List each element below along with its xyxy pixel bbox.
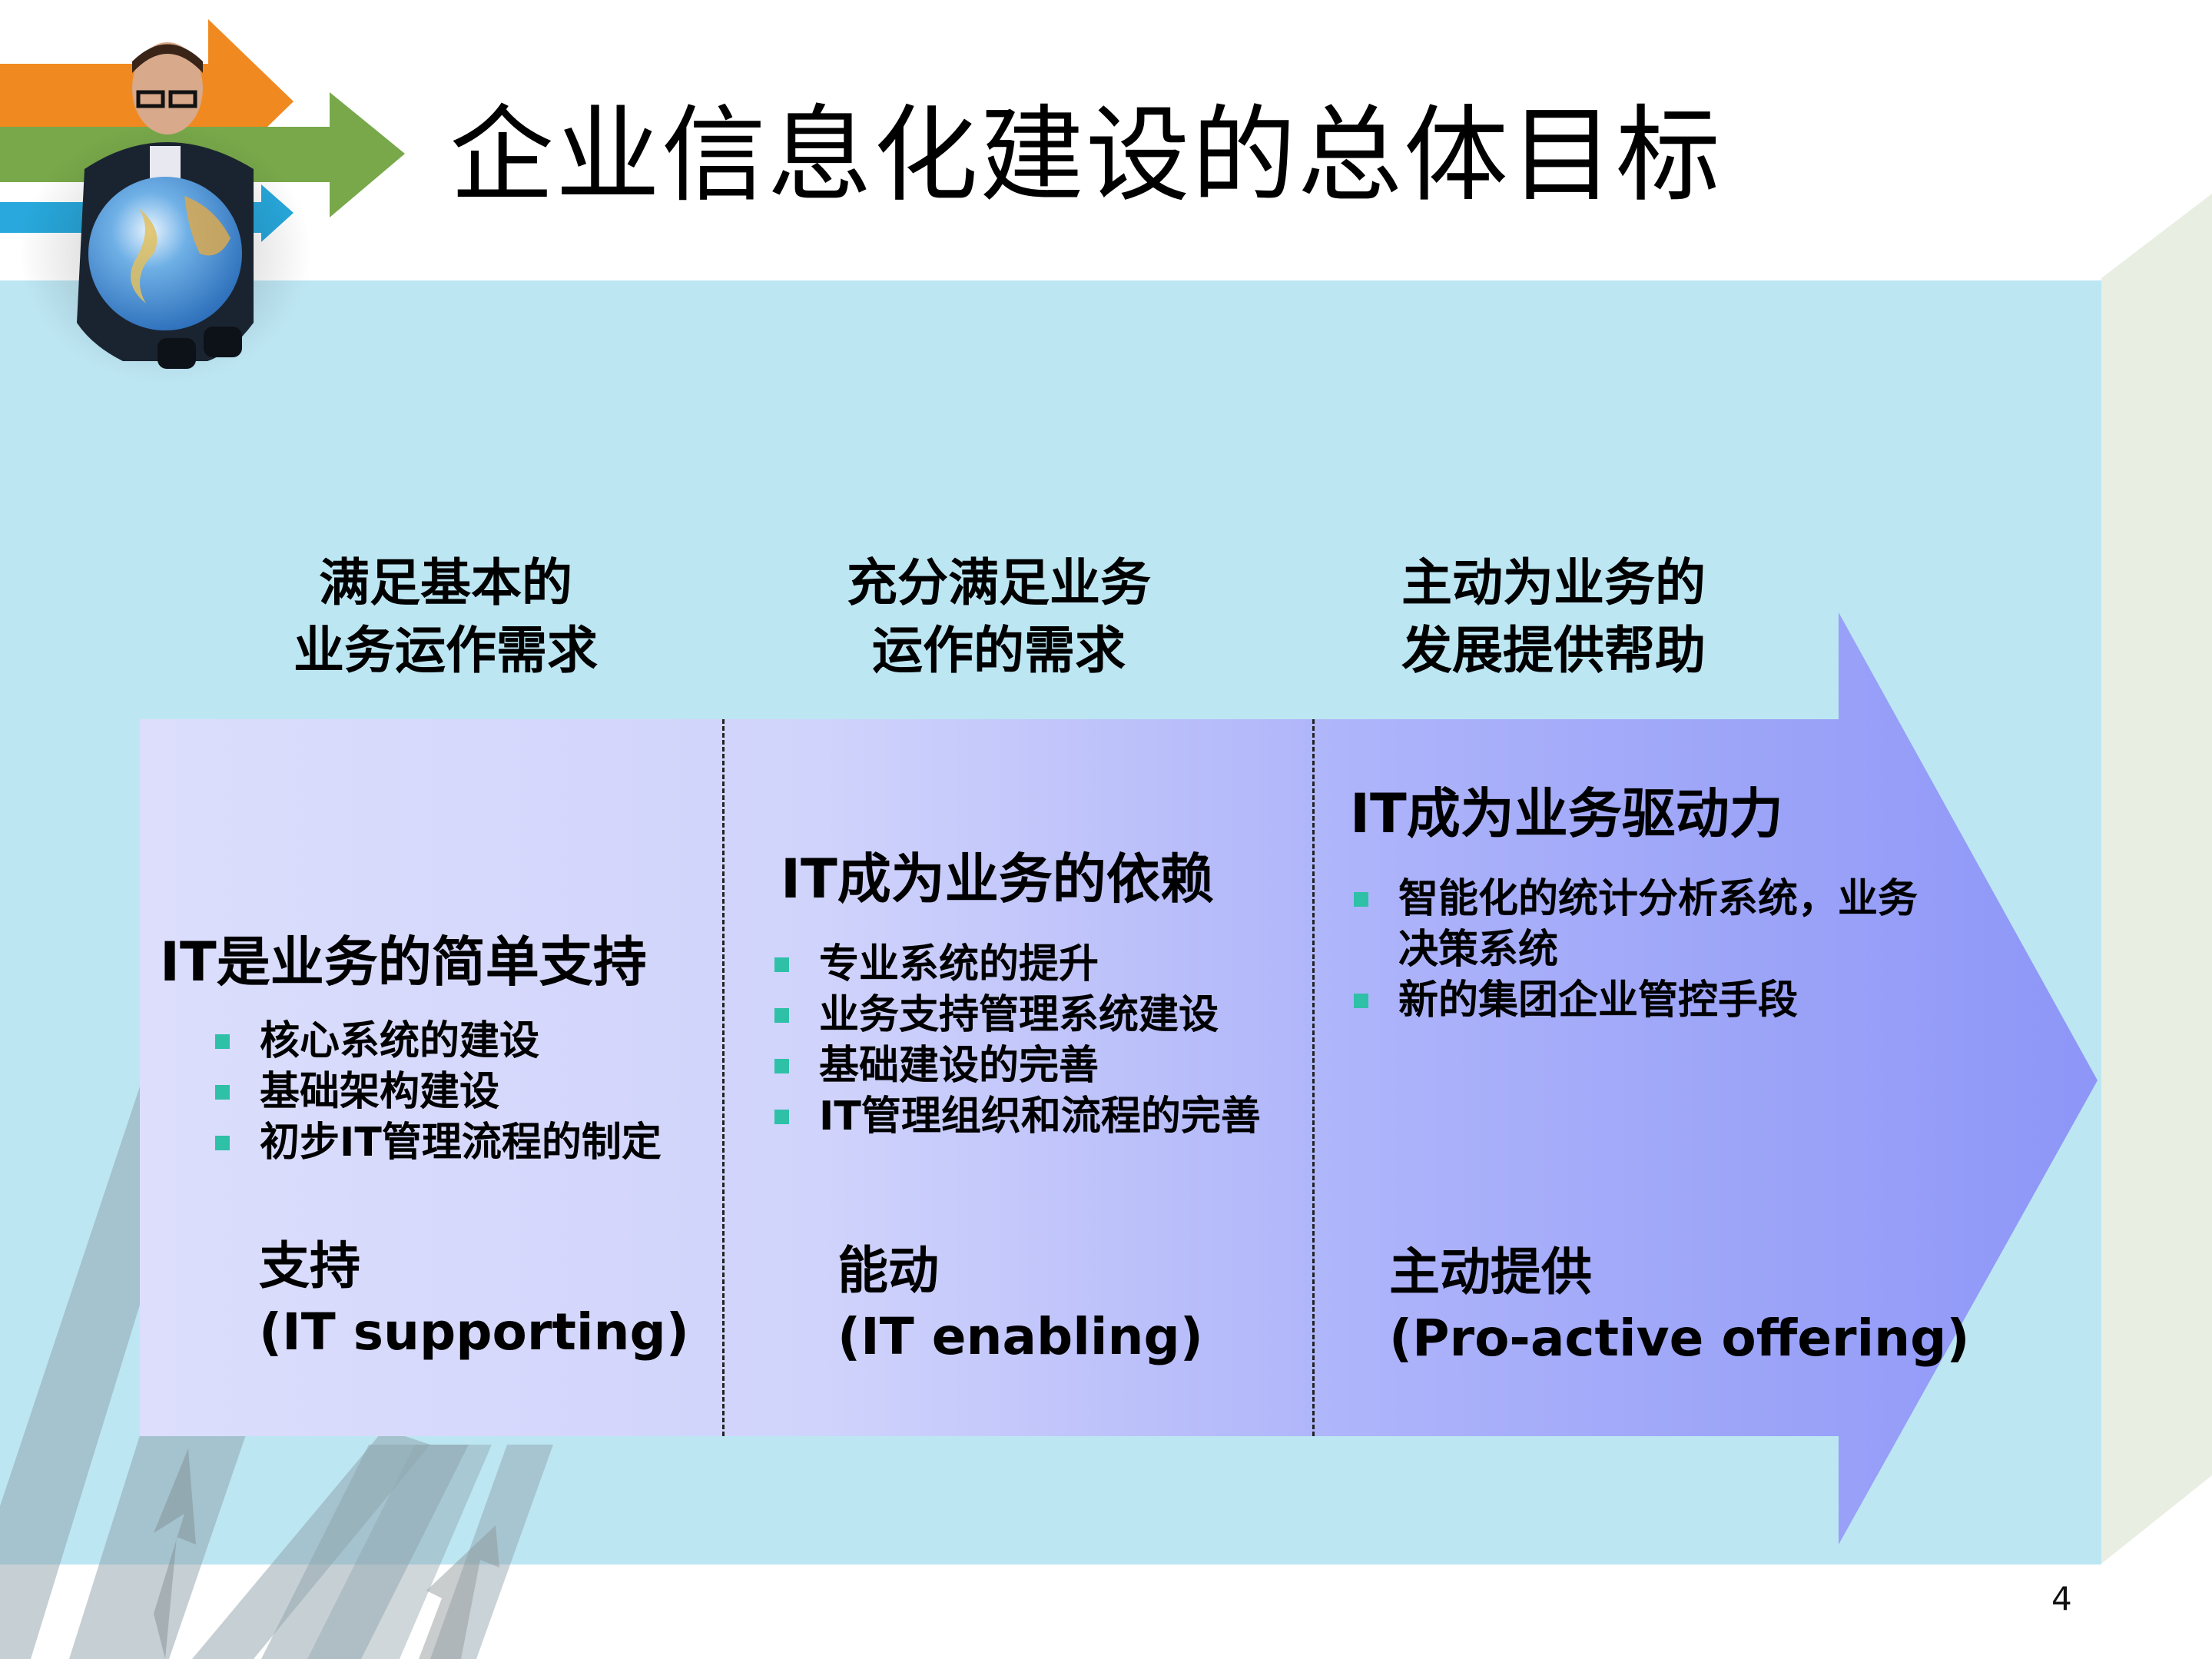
stage-2-header: 充分满足业务 运作的需求	[807, 549, 1191, 685]
stage-1-mode-cn: 支持	[259, 1236, 360, 1296]
stage-3-bullet-list: 智能化的统计分析系统，业务决策系统 新的集团企业管控手段	[1354, 874, 1938, 1026]
stage-3-header-line-2: 发展提供帮助	[1401, 621, 1706, 680]
stage-2-bullet: 专业系统的提升	[774, 939, 1261, 990]
square-bullet-icon	[774, 1059, 789, 1073]
stage-divider-1	[722, 719, 725, 1436]
stage-2-bullet: 业务支持管理系统建设	[774, 990, 1261, 1040]
square-bullet-icon	[215, 1034, 230, 1049]
progression-arrow	[140, 612, 2098, 1545]
stage-3-bullet: 智能化的统计分析系统，业务决策系统	[1354, 874, 1938, 975]
stage-2-bullet: 基础建设的完善	[774, 1040, 1261, 1091]
stage-1-bullet: 核心系统的建设	[215, 1016, 662, 1067]
square-bullet-icon	[774, 957, 789, 972]
stage-1-header-line-1: 满足基本的	[319, 553, 572, 612]
square-bullet-icon	[774, 1008, 789, 1023]
square-bullet-icon	[1354, 994, 1368, 1008]
stage-1-bullet: 基础架构建设	[215, 1067, 662, 1117]
square-bullet-icon	[215, 1085, 230, 1100]
stage-divider-2	[1312, 719, 1315, 1436]
stage-3-heading: IT成为业务驱动力	[1350, 782, 1783, 845]
stage-2-heading: IT成为业务的依赖	[781, 848, 1214, 911]
stage-3-mode-en: (Pro-active offering)	[1389, 1309, 1970, 1368]
page-number: 4	[2051, 1580, 2072, 1618]
stage-2-mode-en: (IT enabling)	[837, 1307, 1203, 1366]
square-bullet-icon	[215, 1136, 230, 1150]
slide-title: 企业信息化建设的总体目标	[449, 95, 1722, 217]
stage-3-bullet: 新的集团企业管控手段	[1354, 975, 1938, 1026]
stage-1-header-line-2: 业务运作需求	[293, 621, 598, 680]
square-bullet-icon	[774, 1110, 789, 1124]
stage-2-bullet-list: 专业系统的提升 业务支持管理系统建设 基础建设的完善 IT管理组织和流程的完善	[774, 939, 1261, 1142]
stage-3-mode-cn: 主动提供	[1389, 1243, 1592, 1302]
square-bullet-icon	[1354, 892, 1368, 907]
stage-1-bullet: 初步IT管理流程的制定	[215, 1117, 662, 1168]
stage-1-header: 满足基本的 业务运作需求	[254, 549, 638, 685]
right-strip	[2101, 194, 2212, 1564]
stage-2-header-line-1: 充分满足业务	[847, 553, 1151, 612]
man-with-globe-illustration	[19, 42, 311, 384]
stage-2-mode-cn: 能动	[837, 1241, 939, 1300]
stage-3-header: 主动为业务的 发展提供帮助	[1361, 549, 1746, 685]
stage-2-bullet: IT管理组织和流程的完善	[774, 1091, 1261, 1142]
stage-1-bullet-list: 核心系统的建设 基础架构建设 初步IT管理流程的制定	[215, 1016, 662, 1168]
stage-1-heading: IT是业务的简单支持	[160, 931, 647, 994]
stage-3-header-line-1: 主动为业务的	[1401, 553, 1706, 612]
stage-2-header-line-2: 运作的需求	[872, 621, 1126, 680]
stage-1-mode-en: (IT supporting)	[259, 1302, 689, 1362]
